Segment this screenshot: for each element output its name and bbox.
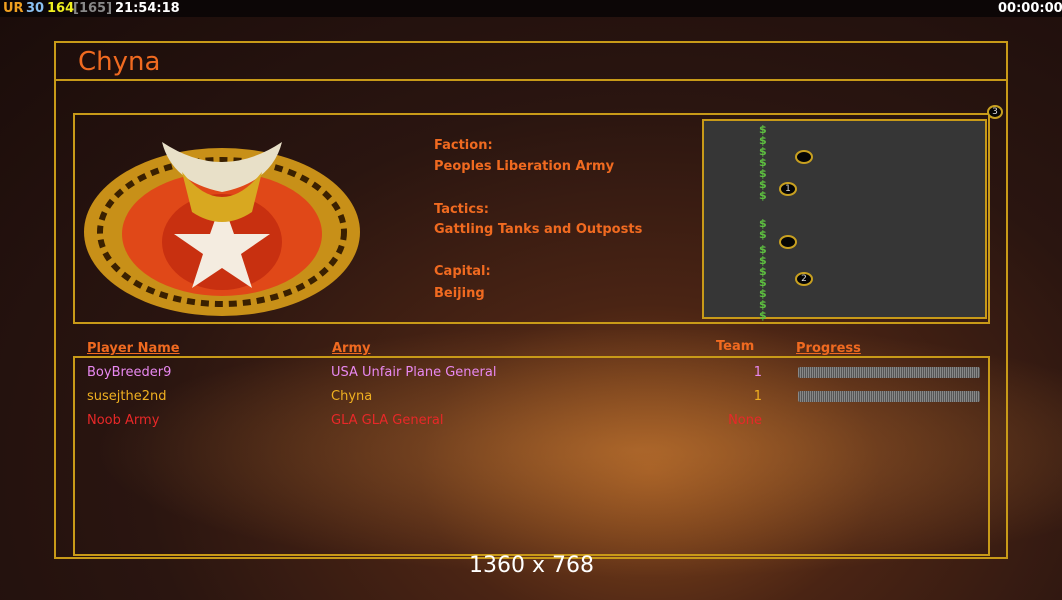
start-position-spot[interactable]: 1 (779, 182, 797, 196)
faction-label: Faction: (434, 138, 493, 153)
hud-bar: UR 30 164 [165] 21:54:18 00:00:00 (0, 0, 1062, 17)
china-emblem-logo (84, 142, 360, 316)
player-progress-bar (798, 391, 980, 402)
supply-dollar-icon: $ (759, 228, 767, 241)
hud-frame-total: [165] (73, 1, 113, 16)
supply-dollar-icon: $ (759, 123, 767, 136)
player-name: susejthe2nd (87, 389, 167, 404)
supply-dollar-icon: $ (759, 243, 767, 256)
faction-panel (73, 113, 990, 324)
capital-value: Beijing (434, 286, 485, 301)
supply-dollar-icon: $ (759, 276, 767, 289)
supply-dollar-icon: $ (759, 309, 767, 322)
tactics-value: Gattling Tanks and Outposts (434, 222, 643, 237)
corner-badge: 3 (987, 105, 1003, 119)
minimap: 1 2 $$$$$$$$$$$$$$$$ (702, 119, 987, 322)
start-position-spot[interactable]: 2 (795, 272, 813, 286)
hud-frame: 164 (47, 1, 75, 16)
player-team: 1 (753, 389, 762, 404)
resolution-text: 1360 x 768 (469, 553, 594, 578)
header-player-name: Player Name (87, 341, 180, 356)
hud-clock: 21:54:18 (115, 1, 180, 16)
page-title: Chyna (78, 47, 161, 77)
hud-timer: 00:00:00 (998, 1, 1062, 16)
supply-dollar-icon: $ (759, 298, 767, 311)
player-army: USA Unfair Plane General (331, 365, 497, 380)
player-name: BoyBreeder9 (87, 365, 172, 380)
supply-dollar-icon: $ (759, 217, 767, 230)
supply-dollar-icon: $ (759, 156, 767, 169)
supply-dollar-icon: $ (759, 189, 767, 202)
supply-dollar-icon: $ (759, 145, 767, 158)
player-progress-bar (798, 367, 980, 378)
player-name: Noob Army (87, 413, 160, 428)
supply-dollar-icon: $ (759, 134, 767, 147)
tactics-label: Tactics: (434, 202, 489, 217)
player-army: Chyna (331, 389, 373, 404)
player-team: None (728, 413, 762, 428)
supply-dollar-icon: $ (759, 265, 767, 278)
supply-dollar-icon: $ (759, 167, 767, 180)
faction-value: Peoples Liberation Army (434, 159, 615, 174)
players-panel (73, 356, 990, 556)
player-team: 1 (753, 365, 762, 380)
hud-fps: 30 (26, 1, 45, 16)
header-army: Army (332, 341, 371, 356)
title-bar (54, 41, 1008, 81)
supply-dollar-icon: $ (759, 287, 767, 300)
hud-ur: UR (3, 1, 24, 16)
capital-label: Capital: (434, 264, 491, 279)
header-team: Team (716, 339, 755, 354)
supply-dollar-icon: $ (759, 178, 767, 191)
start-position-spot[interactable] (779, 235, 797, 249)
player-army: GLA GLA General (331, 413, 444, 428)
start-position-spot[interactable] (795, 150, 813, 164)
header-progress: Progress (796, 341, 861, 356)
supply-dollar-icon: $ (759, 254, 767, 267)
